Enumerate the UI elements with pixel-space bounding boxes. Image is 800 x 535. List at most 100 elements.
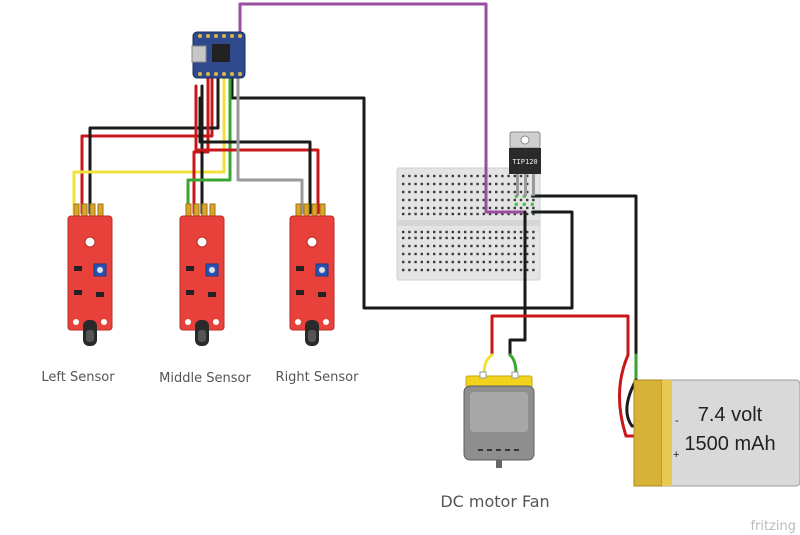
breadboard-hole bbox=[488, 198, 492, 202]
ir-sensor-right bbox=[289, 203, 335, 346]
breadboard-hole bbox=[495, 190, 498, 194]
wire-gray-right-signal bbox=[236, 76, 304, 215]
breadboard-hole bbox=[445, 182, 448, 186]
breadboard-hole bbox=[482, 212, 485, 216]
breadboard-hole-active bbox=[530, 202, 534, 206]
breadboard-hole bbox=[408, 190, 411, 194]
breadboard-hole bbox=[495, 260, 498, 264]
mcu-pin bbox=[198, 34, 202, 38]
breadboard-hole bbox=[482, 268, 485, 272]
breadboard-hole bbox=[433, 206, 436, 210]
breadboard-hole bbox=[445, 174, 448, 178]
breadboard-hole bbox=[507, 206, 510, 210]
breadboard-hole bbox=[519, 174, 523, 178]
breadboard-hole bbox=[482, 174, 485, 178]
breadboard-hole bbox=[470, 244, 473, 248]
breadboard-hole bbox=[426, 174, 430, 178]
breadboard-hole bbox=[526, 198, 529, 202]
breadboard-hole bbox=[439, 236, 442, 240]
breadboard-hole bbox=[519, 244, 523, 248]
breadboard-hole bbox=[402, 190, 405, 194]
breadboard-hole bbox=[433, 244, 436, 248]
breadboard-hole bbox=[445, 190, 448, 194]
ir-sensor-left bbox=[67, 203, 113, 346]
wire-red-left-sensor bbox=[80, 76, 214, 215]
sensor-pot-knob bbox=[319, 267, 325, 273]
breadboard-hole bbox=[501, 236, 504, 240]
breadboard-hole bbox=[482, 252, 485, 256]
breadboard-hole bbox=[501, 244, 504, 248]
motor-shaft bbox=[496, 460, 502, 468]
breadboard-hole bbox=[457, 206, 461, 210]
breadboard-hole bbox=[476, 244, 479, 248]
breadboard-hole bbox=[476, 236, 479, 240]
breadboard-hole bbox=[501, 212, 504, 216]
breadboard-hole bbox=[445, 252, 448, 256]
sensor-mount-hole-small bbox=[213, 319, 219, 325]
breadboard-hole bbox=[476, 260, 479, 264]
breadboard-hole bbox=[482, 182, 485, 186]
transistor-body bbox=[509, 148, 541, 174]
breadboard-hole bbox=[495, 198, 498, 202]
mcu-pin bbox=[206, 34, 210, 38]
breadboard-hole bbox=[513, 206, 516, 210]
breadboard-hole bbox=[488, 236, 492, 240]
breadboard-hole bbox=[501, 182, 504, 186]
breadboard-hole bbox=[482, 230, 485, 234]
breadboard-hole bbox=[507, 268, 510, 272]
breadboard-hole bbox=[476, 182, 479, 186]
breadboard-hole bbox=[476, 252, 479, 256]
mcu-pin bbox=[222, 34, 226, 38]
sensor-smd-component bbox=[74, 290, 82, 295]
breadboard-hole bbox=[519, 260, 523, 264]
battery-lead-red bbox=[618, 353, 652, 438]
mcu-pin bbox=[230, 34, 234, 38]
wire-red-battery-motor bbox=[490, 314, 630, 357]
breadboard-hole bbox=[532, 244, 535, 248]
breadboard-hole bbox=[513, 174, 516, 178]
middle-sensor-label: Middle Sensor bbox=[159, 371, 251, 386]
breadboard-hole bbox=[507, 174, 510, 178]
transistor-label: TIP120 bbox=[512, 158, 537, 166]
mcu-pin bbox=[238, 72, 242, 76]
breadboard-hole bbox=[507, 236, 510, 240]
breadboard-hole bbox=[501, 206, 504, 210]
breadboard-hole-active bbox=[522, 194, 526, 198]
breadboard-hole bbox=[433, 252, 436, 256]
breadboard-hole bbox=[470, 252, 473, 256]
wire-black-battery bbox=[531, 194, 638, 357]
breadboard-hole bbox=[464, 212, 467, 216]
breadboard-hole bbox=[464, 252, 467, 256]
battery-voltage-label: 7.4 volt bbox=[698, 404, 763, 426]
breadboard-hole bbox=[464, 174, 467, 178]
breadboard-hole bbox=[507, 230, 510, 234]
breadboard-hole bbox=[420, 244, 423, 248]
breadboard-hole bbox=[439, 198, 442, 202]
breadboard-hole bbox=[495, 212, 498, 216]
breadboard-hole bbox=[402, 252, 405, 256]
ir-sensor-middle bbox=[179, 203, 225, 346]
breadboard-hole bbox=[519, 206, 523, 210]
breadboard-hole bbox=[433, 182, 436, 186]
breadboard-hole bbox=[408, 236, 411, 240]
breadboard-hole bbox=[414, 206, 417, 210]
breadboard-hole bbox=[457, 252, 461, 256]
breadboard-hole bbox=[451, 230, 454, 234]
breadboard-hole bbox=[414, 230, 417, 234]
breadboard-hole bbox=[507, 182, 510, 186]
breadboard-hole bbox=[426, 252, 430, 256]
breadboard-hole bbox=[451, 268, 454, 272]
breadboard-hole bbox=[519, 236, 523, 240]
mcu-pin bbox=[214, 34, 218, 38]
breadboard-hole bbox=[495, 206, 498, 210]
lipo-battery: - + 7.4 volt 1500 mAh bbox=[633, 379, 800, 487]
sensor-smd-component bbox=[296, 290, 304, 295]
breadboard-hole bbox=[420, 236, 423, 240]
breadboard-hole bbox=[482, 198, 485, 202]
breadboard-hole bbox=[408, 212, 411, 216]
breadboard-hole bbox=[451, 174, 454, 178]
breadboard-hole bbox=[513, 236, 516, 240]
dc-motor bbox=[463, 371, 535, 468]
breadboard-hole bbox=[457, 174, 461, 178]
breadboard-hole bbox=[414, 174, 417, 178]
